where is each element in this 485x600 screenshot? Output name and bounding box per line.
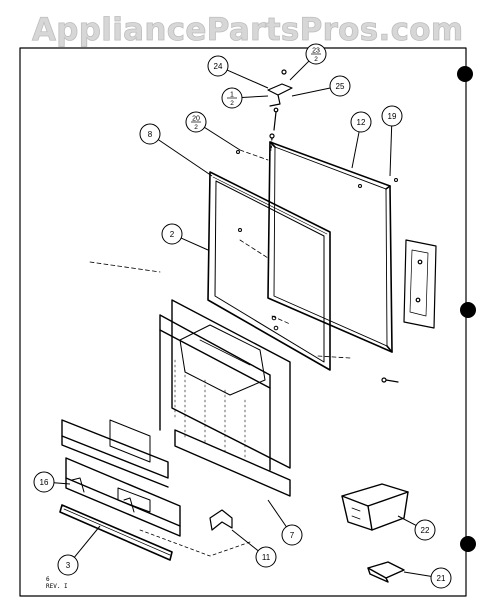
callout-leader — [157, 139, 213, 177]
callout-number: 12 — [357, 118, 366, 127]
callout-leader — [180, 237, 209, 251]
callout-bubble — [381, 105, 403, 127]
top-hinge — [267, 69, 293, 151]
callout-number: 25 — [336, 82, 345, 91]
callout-16: 16 — [33, 471, 71, 493]
side-hinge — [381, 239, 437, 383]
callout-number: 21 — [437, 574, 446, 583]
outer-door-panel — [267, 141, 393, 353]
callout-number: 24 — [214, 62, 223, 71]
callout-12: 12 — [350, 111, 372, 169]
leader-lines — [89, 149, 351, 359]
callout-bubble — [329, 75, 351, 97]
callout-leader — [403, 571, 432, 577]
callout-leader — [204, 126, 241, 151]
drawing-border — [19, 47, 467, 597]
bottom-bracket — [139, 509, 251, 557]
callout-leader — [241, 95, 269, 98]
bottom-trim — [59, 504, 173, 561]
callout-1-2: 12 — [221, 87, 269, 109]
callout-bubble — [57, 554, 79, 576]
callout-bubble — [139, 123, 161, 145]
callout-leader — [291, 87, 331, 97]
callout-number: 19 — [388, 112, 397, 121]
callout-leader — [267, 499, 287, 528]
callout-21: 21 — [403, 567, 452, 589]
callout-bubble — [161, 223, 183, 245]
callout-2: 2 — [161, 223, 209, 251]
callout-bubble — [281, 524, 303, 546]
callout-bubble — [430, 567, 452, 589]
callout-number: 22 — [421, 526, 430, 535]
binder-hole-top — [457, 66, 473, 82]
door-gasket — [207, 171, 331, 371]
small-tray — [367, 561, 405, 583]
callout-leader — [226, 69, 269, 89]
callout-7: 7 — [267, 499, 303, 546]
callout-bubble — [33, 471, 55, 493]
callout-25: 25 — [291, 75, 351, 97]
binder-hole-bottom — [460, 536, 476, 552]
inner-door-liner — [159, 299, 291, 497]
callout-number: 2 — [170, 230, 175, 239]
callout-number: 11 — [262, 553, 271, 562]
hardware — [236, 150, 398, 331]
callout-22: 22 — [397, 515, 436, 541]
callout-subnumber: 2 — [314, 56, 318, 63]
storage-bin — [341, 483, 409, 531]
callout-11: 11 — [231, 529, 277, 568]
callout-23-2: 232 — [289, 43, 327, 81]
callout-leader — [231, 529, 259, 552]
callout-8: 8 — [139, 123, 213, 177]
callout-bubble — [414, 519, 436, 541]
callout-20-2: 202 — [185, 111, 241, 151]
callout-leader — [351, 131, 360, 169]
callout-number: 1 — [230, 92, 234, 99]
callout-number: 8 — [148, 130, 153, 139]
callout-bubble — [207, 55, 229, 77]
callout-24: 24 — [207, 55, 269, 89]
callout-number: 7 — [290, 531, 295, 540]
callout-number: 3 — [66, 561, 71, 570]
binder-hole-middle — [460, 302, 476, 318]
callout-3: 3 — [57, 525, 101, 576]
footer-revision: REV. I — [46, 583, 68, 590]
callout-subnumber: 2 — [230, 100, 234, 107]
callout-leader — [397, 515, 417, 526]
callout-bubble — [255, 546, 277, 568]
callout-number: 16 — [40, 478, 49, 487]
callout-19: 19 — [381, 105, 403, 177]
door-bins — [61, 419, 181, 537]
callout-leader — [53, 482, 71, 485]
callout-number: 20 — [192, 116, 200, 123]
callout-number: 23 — [312, 48, 320, 55]
watermark: AppliancePartsPros.com — [32, 12, 464, 49]
callout-leader — [289, 60, 310, 81]
callout-subnumber: 2 — [194, 124, 198, 131]
callout-bubble — [350, 111, 372, 133]
footer-page-number: 6 — [46, 576, 50, 583]
callout-leader — [73, 525, 101, 558]
callout-leader — [389, 125, 393, 177]
